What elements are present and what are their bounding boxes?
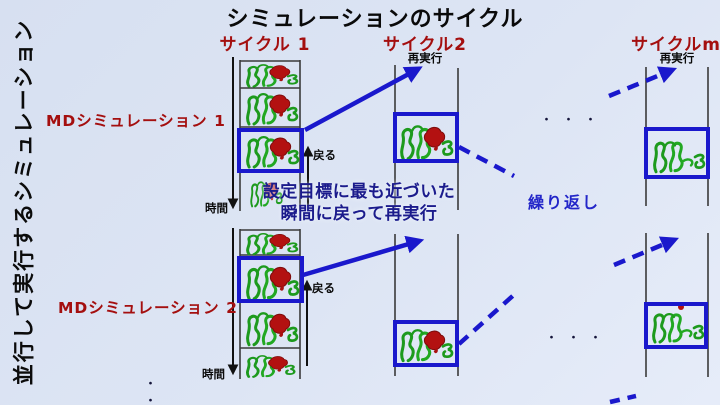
rerun-arrow-sim1-cycle2 [303, 66, 423, 132]
annotation-line1: 設定目標に最も近づいた [262, 182, 456, 202]
ellipsis-more-simulations: ・ ・ [144, 377, 158, 405]
ellipsis-sim2: ・・・ [545, 331, 612, 346]
cycle1-label: サイクル 1 [219, 35, 311, 55]
selected-frame-box-sim2-cycle2 [393, 320, 459, 367]
cyclem-label: サイクルm [631, 35, 720, 55]
selected-frame-box-sim2-cycle1 [237, 256, 304, 303]
dashed-rerun-arrow-sim2-cyclem [613, 236, 679, 268]
rerun-label-cyclem: 再実行 [659, 51, 695, 65]
selected-frame-box-sim1-cycle1 [237, 128, 304, 173]
protein-molecule-icon [246, 63, 299, 88]
rerun-label-cycle2: 再実行 [407, 51, 443, 65]
page-title: シミュレーションのサイクル [226, 7, 524, 32]
annotation-line2: 瞬間に戻って再実行 [280, 204, 438, 224]
left-axis-label: 並行して実行するシミュレーション [12, 18, 36, 386]
protein-molecule-icon [246, 232, 299, 256]
back-label-sim2: 戻る [312, 281, 335, 295]
dashed-link-sim2-cycle2 [457, 291, 518, 346]
rerun-arrow-sim2-cycle2 [302, 235, 425, 278]
selected-frame-box-sim1-cyclem [644, 127, 710, 179]
dashed-link-next-row [609, 393, 637, 405]
dashed-rerun-arrow-sim1-cyclem [608, 66, 677, 99]
filmstrip-track-sim2-cycle1 [239, 229, 301, 379]
repeat-label: 繰り返し [528, 193, 601, 212]
dashed-link-sim1-cycle2 [457, 145, 516, 178]
protein-molecule-icon [246, 92, 299, 126]
cycle2-label: サイクル2 [383, 35, 467, 55]
annotation-text: 設定目標に最も近づいた 瞬間に戻って再実行 [243, 181, 475, 225]
selected-frame-box-sim2-cyclem [644, 302, 708, 349]
sim2-label: MDシミュレーション 2 [58, 299, 238, 317]
protein-molecule-icon [245, 354, 296, 379]
selected-frame-box-sim1-cycle2 [393, 112, 459, 163]
time-label-sim2: 時間 [202, 367, 225, 381]
sim1-label: MDシミュレーション 1 [46, 112, 226, 130]
time-label-sim1: 時間 [205, 201, 228, 215]
back-label-sim1: 戻る [313, 148, 336, 162]
ellipsis-sim1: ・・・ [540, 113, 607, 128]
protein-molecule-icon [246, 311, 299, 347]
